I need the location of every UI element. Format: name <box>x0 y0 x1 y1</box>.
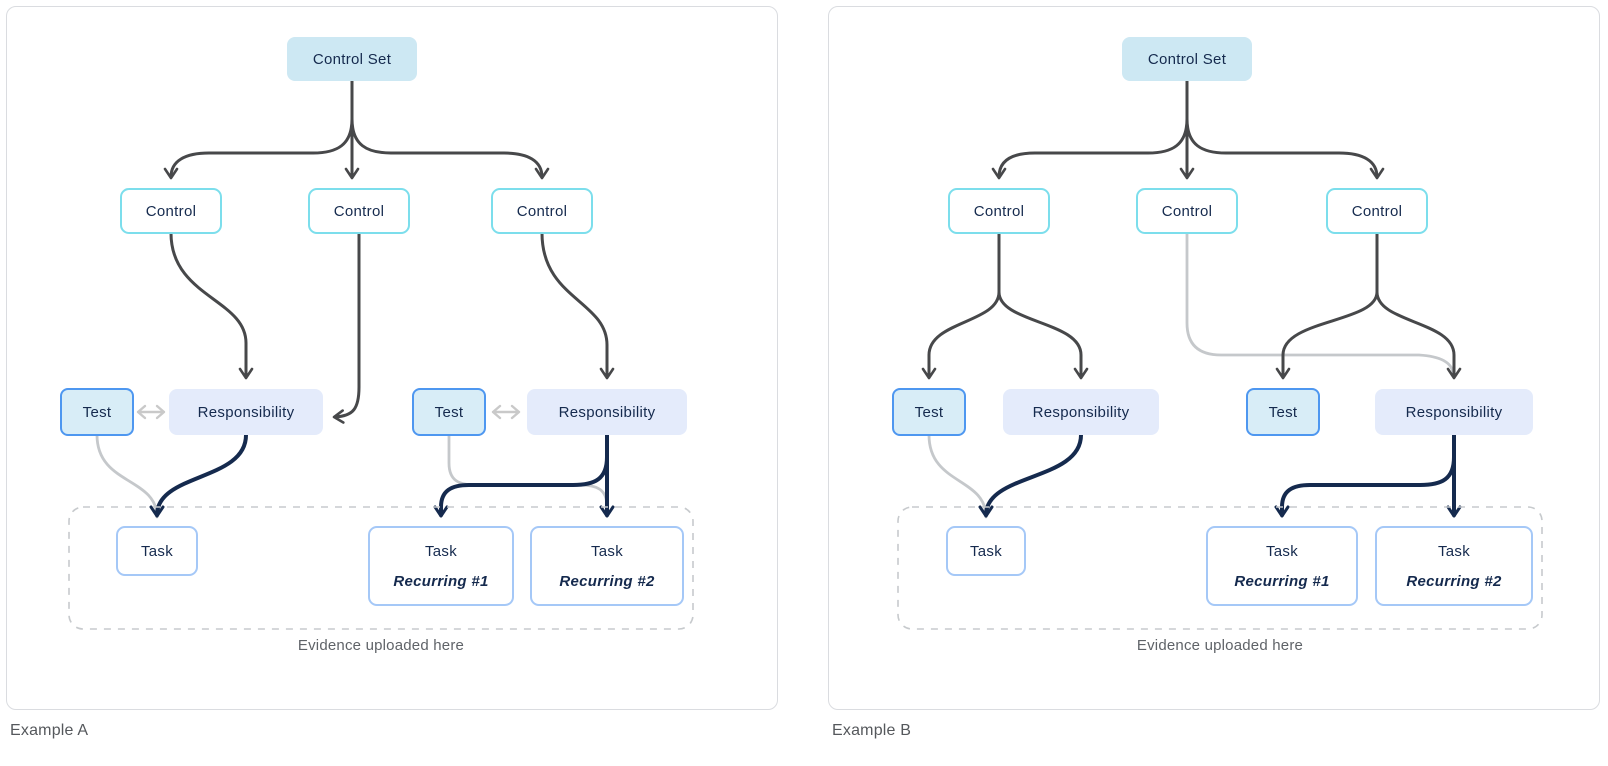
svg-text:Task: Task <box>591 543 623 560</box>
example-b-caption: Example B <box>832 722 912 739</box>
svg-text:Recurring #2: Recurring #2 <box>1406 573 1502 590</box>
control-box-3: Control <box>491 188 593 234</box>
evidence-uploaded-label: Evidence uploaded here <box>1137 637 1303 654</box>
responsibility-box-2: Responsibility <box>527 389 687 435</box>
task-recurring-2-box: Task Recurring #2 <box>1375 526 1533 606</box>
responsibility-box-1: Responsibility <box>169 389 323 435</box>
test-box-1: Test <box>892 388 966 436</box>
svg-text:Control Set: Control Set <box>1148 51 1227 68</box>
svg-text:Test: Test <box>915 404 944 421</box>
svg-text:Control: Control <box>146 203 196 220</box>
svg-text:Task: Task <box>141 543 173 560</box>
evidence-uploaded-label: Evidence uploaded here <box>298 637 464 654</box>
svg-text:Task: Task <box>1438 543 1470 560</box>
edge-controlset-to-control-3 <box>1185 117 1385 180</box>
svg-text:Responsibility: Responsibility <box>1406 404 1503 421</box>
svg-text:Control: Control <box>1352 203 1402 220</box>
edge-test1-to-task <box>95 433 159 519</box>
edge-test1-to-task <box>927 433 988 519</box>
task-recurring-2-box: Task Recurring #2 <box>530 526 684 606</box>
task-box: Task <box>946 526 1026 576</box>
svg-text:Test: Test <box>435 404 464 421</box>
svg-text:Control: Control <box>974 203 1024 220</box>
edge-responsibility1-to-task <box>149 433 248 518</box>
edge-responsibility2-to-task-recurring-1 <box>1274 455 1456 518</box>
edge-controlset-to-control-1 <box>991 117 1189 180</box>
svg-text:Test: Test <box>1269 404 1298 421</box>
diagram-example-a: Control Set Control Control Control Test… <box>60 37 694 654</box>
edge-responsibility2-to-task-recurring-1 <box>433 455 609 518</box>
edge-control2-to-responsibility-2 <box>1185 231 1455 375</box>
test-box-2: Test <box>1246 388 1320 436</box>
svg-text:Control: Control <box>1162 203 1212 220</box>
control-box-1: Control <box>120 188 222 234</box>
svg-text:Responsibility: Responsibility <box>1033 404 1130 421</box>
example-a-caption: Example A <box>10 722 89 739</box>
edge-controlset-to-control-1 <box>163 117 354 180</box>
svg-text:Task: Task <box>425 543 457 560</box>
control-box-2: Control <box>308 188 410 234</box>
control-set-box: Control Set <box>287 37 417 81</box>
responsibility-box-1: Responsibility <box>1003 389 1159 435</box>
edge-controlset-to-control-3 <box>350 117 550 180</box>
svg-text:Responsibility: Responsibility <box>198 404 295 421</box>
svg-text:Task: Task <box>1266 543 1298 560</box>
svg-text:Recurring #2: Recurring #2 <box>559 573 655 590</box>
control-set-box: Control Set <box>1122 37 1252 81</box>
edge-control1-to-responsibility-1 <box>997 290 1089 380</box>
evidence-zone <box>897 506 1543 630</box>
svg-text:Recurring #1: Recurring #1 <box>393 573 488 590</box>
edge-control1-to-responsibility-1 <box>169 231 254 380</box>
test-box-1: Test <box>60 388 134 436</box>
svg-text:Responsibility: Responsibility <box>559 404 656 421</box>
svg-text:Recurring #1: Recurring #1 <box>1234 573 1329 590</box>
task-box: Task <box>116 526 198 576</box>
svg-text:Test: Test <box>83 404 112 421</box>
control-box-3: Control <box>1326 188 1428 234</box>
svg-text:Control: Control <box>517 203 567 220</box>
bidirectional-arrow-icon <box>491 404 521 420</box>
task-recurring-1-box: Task Recurring #1 <box>1206 526 1358 606</box>
svg-text:Control: Control <box>334 203 384 220</box>
edge-control3-to-responsibility-2 <box>540 231 615 380</box>
edge-control1-to-test-1 <box>921 290 1001 380</box>
control-box-1: Control <box>948 188 1050 234</box>
responsibility-box-2: Responsibility <box>1375 389 1533 435</box>
svg-text:Task: Task <box>970 543 1002 560</box>
svg-text:Control Set: Control Set <box>313 51 392 68</box>
diagram-example-b: Control Set Control Control Control Test… <box>892 37 1543 654</box>
edge-control2-to-responsibility-1-side <box>332 231 361 424</box>
evidence-zone <box>68 506 694 630</box>
edge-test2-to-task-recurring-2 <box>447 433 609 517</box>
edge-control3-to-test-2 <box>1275 290 1379 380</box>
edge-control3-to-responsibility-2 <box>1375 290 1462 380</box>
panel-example-b: Control Set Control Control Control Test… <box>828 6 1600 710</box>
panel-example-a: Control Set Control Control Control Test… <box>6 6 778 710</box>
control-box-2: Control <box>1136 188 1238 234</box>
test-box-2: Test <box>412 388 486 436</box>
edge-responsibility1-to-task <box>978 433 1083 518</box>
bidirectional-arrow-icon <box>136 404 166 420</box>
task-recurring-1-box: Task Recurring #1 <box>368 526 514 606</box>
